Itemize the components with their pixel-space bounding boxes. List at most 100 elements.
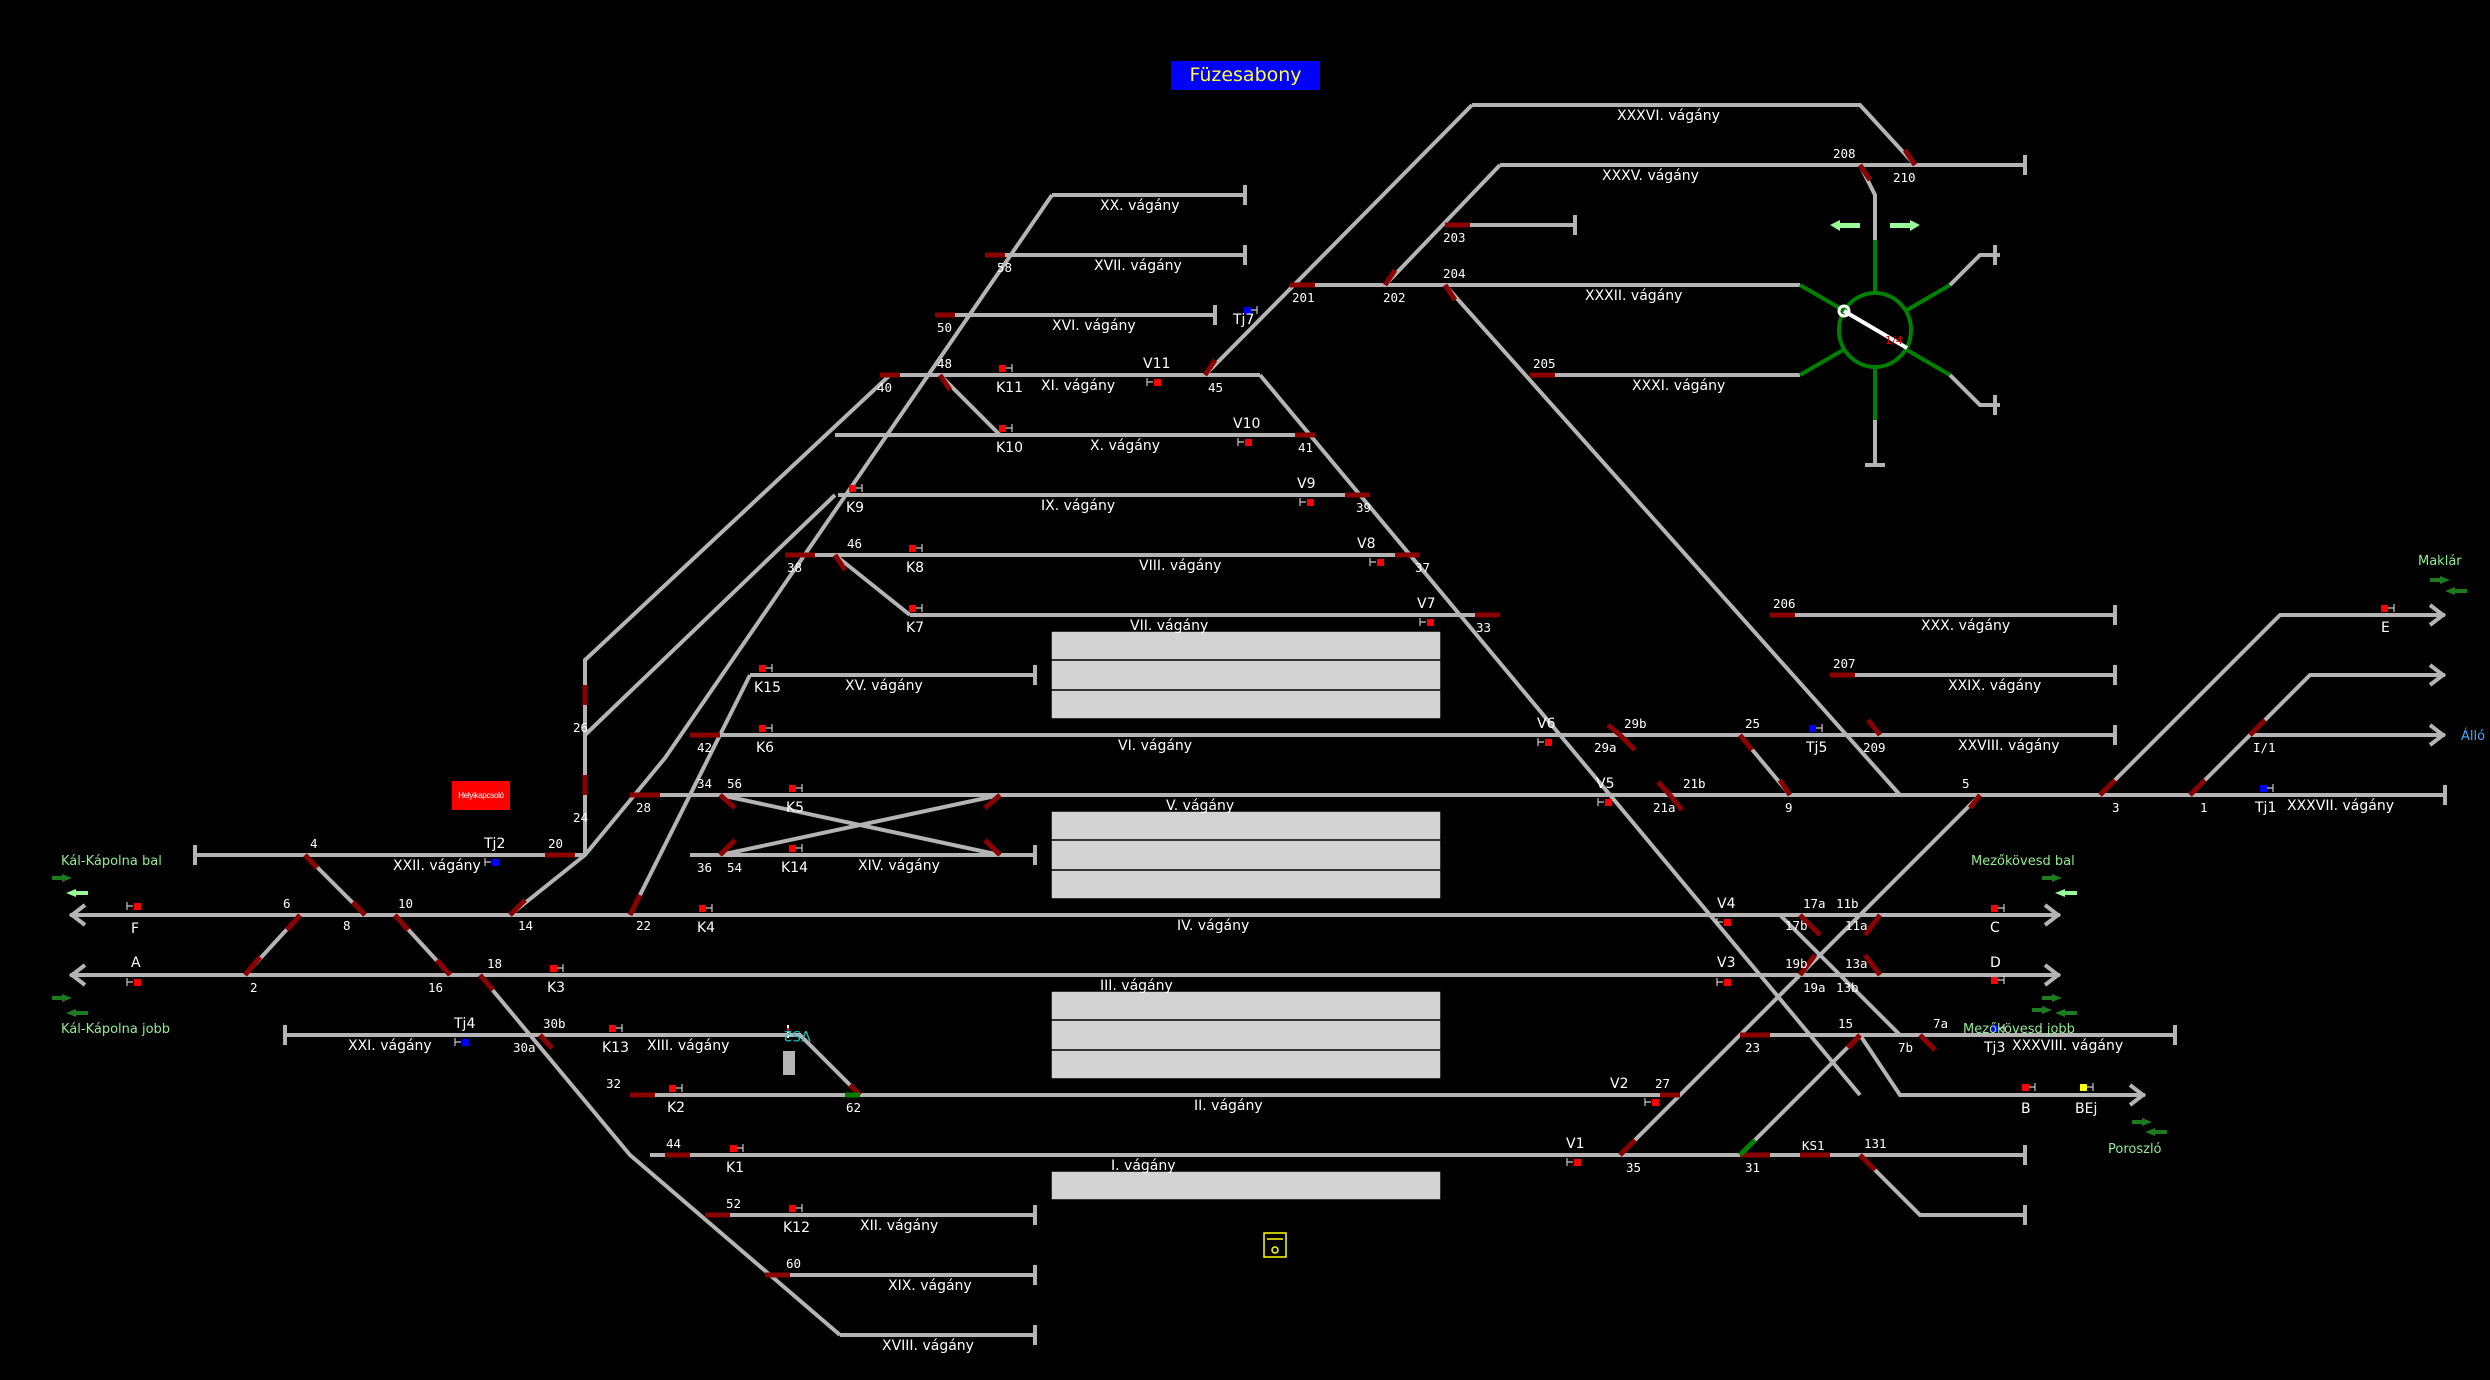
signal-V8[interactable]: V8: [1357, 536, 1384, 566]
switch-label-44[interactable]: 44: [666, 1136, 681, 1151]
signal-D[interactable]: D: [1990, 955, 2005, 984]
arrow-right-icon[interactable]: [1890, 220, 1920, 231]
switch-label-31[interactable]: 31: [1745, 1160, 1760, 1175]
switch-label-22[interactable]: 22: [636, 918, 651, 933]
direction-poroszlo[interactable]: Poroszló: [2108, 1142, 2162, 1157]
signal-K10[interactable]: K10: [996, 424, 1023, 456]
signal-K6[interactable]: K6: [756, 724, 774, 756]
switch-label-6[interactable]: 6: [283, 896, 291, 911]
signal-K1[interactable]: K1: [726, 1144, 744, 1176]
signal-V7[interactable]: V7: [1417, 596, 1435, 626]
switch-label-11b[interactable]: 11b: [1836, 896, 1859, 911]
switch-label-35[interactable]: 35: [1626, 1160, 1641, 1175]
signal-K4[interactable]: K4: [697, 904, 715, 936]
switch-label-26[interactable]: 26: [573, 720, 588, 735]
signal-V10[interactable]: V10: [1233, 416, 1260, 446]
signal-A[interactable]: A: [126, 955, 141, 986]
switch-label-39[interactable]: 39: [1356, 500, 1371, 515]
switch-label-40[interactable]: 40: [877, 380, 892, 395]
signal-V3[interactable]: V3: [1716, 955, 1735, 986]
signal-K3[interactable]: K3: [547, 964, 565, 996]
arrow-right-icon[interactable]: [2042, 994, 2062, 1002]
switch-label-5[interactable]: 5: [1962, 776, 1970, 791]
switch-label-203[interactable]: 203: [1443, 230, 1466, 245]
switch-label-23[interactable]: 23: [1745, 1040, 1760, 1055]
switch-label-29a[interactable]: 29a: [1594, 740, 1617, 755]
arrow-right-icon[interactable]: [2032, 1006, 2052, 1014]
signal-K9[interactable]: K9: [846, 484, 864, 516]
switch-label-131[interactable]: 131: [1864, 1136, 1887, 1151]
direction-maklar[interactable]: Maklár: [2418, 554, 2462, 569]
switch-label-14[interactable]: 14: [518, 918, 533, 933]
signal-V2[interactable]: V2: [1610, 1076, 1659, 1106]
switch-label-4[interactable]: 4: [310, 836, 318, 851]
switch-label-201[interactable]: 201: [1292, 290, 1315, 305]
switch-label-204[interactable]: 204: [1443, 266, 1466, 281]
direction-alallo[interactable]: Álló: [2461, 728, 2485, 744]
switch-label-34[interactable]: 34: [697, 776, 712, 791]
signal-K7[interactable]: K7: [906, 604, 924, 636]
track-i1[interactable]: [2188, 673, 2445, 797]
signal-K2[interactable]: K2: [667, 1084, 685, 1116]
signal-F[interactable]: F: [126, 902, 141, 937]
switch-label-52[interactable]: 52: [726, 1196, 741, 1211]
switch-label-205[interactable]: 205: [1533, 356, 1556, 371]
switch-label-KS1[interactable]: KS1: [1802, 1138, 1825, 1153]
arrow-right-icon[interactable]: [2132, 1118, 2152, 1126]
signal-E[interactable]: E: [2381, 604, 2395, 636]
switch-label-18[interactable]: 18: [487, 956, 502, 971]
arrow-left-icon[interactable]: [1830, 220, 1860, 231]
signal-V1[interactable]: V1: [1566, 1136, 1584, 1166]
signal-C[interactable]: C: [1990, 904, 2005, 936]
switch-label-17a[interactable]: 17a: [1803, 896, 1826, 911]
signal-Tj5[interactable]: Tj5: [1805, 724, 1827, 756]
switch-label-38[interactable]: 38: [787, 560, 802, 575]
switch-label-7a[interactable]: 7a: [1933, 1016, 1948, 1031]
switch-label-21b[interactable]: 21b: [1683, 776, 1706, 791]
direction-mezo-bal[interactable]: Mezőkövesd bal: [1971, 854, 2075, 869]
direction-mezo-jobb[interactable]: Mezőkövesd jobb: [1963, 1022, 2075, 1037]
arrow-left-icon[interactable]: [66, 1009, 88, 1017]
track-131-lower[interactable]: [1858, 1153, 2025, 1217]
switch-label-210[interactable]: 210: [1893, 170, 1916, 185]
switch-label-41[interactable]: 41: [1298, 440, 1313, 455]
signal-Tj4[interactable]: Tj4: [453, 1016, 475, 1046]
switch-label-8[interactable]: 8: [343, 918, 351, 933]
switch-label-19a[interactable]: 19a: [1803, 980, 1826, 995]
signal-Tj1[interactable]: Tj1: [2254, 784, 2276, 816]
switch-label-48[interactable]: 48: [937, 356, 952, 371]
signal-BEj[interactable]: BEj: [2075, 1083, 2097, 1117]
switch-label-60[interactable]: 60: [786, 1256, 801, 1271]
switch-label-I-1[interactable]: I/1: [2253, 740, 2276, 755]
signal-K8[interactable]: K8: [906, 544, 924, 576]
switch-label-207[interactable]: 207: [1833, 656, 1856, 671]
signal-K14[interactable]: K14: [781, 844, 808, 876]
switch-label-13b[interactable]: 13b: [1836, 980, 1859, 995]
turntable-direction-arrows[interactable]: [1830, 220, 1920, 231]
switch-label-30b[interactable]: 30b: [543, 1016, 566, 1031]
arrow-right-icon[interactable]: [52, 874, 72, 882]
signal-K13[interactable]: K13: [602, 1024, 629, 1056]
switch-label-42[interactable]: 42: [697, 740, 712, 755]
switch-label-2[interactable]: 2: [250, 980, 258, 995]
line-direction-arrows[interactable]: [52, 576, 2467, 1136]
signal-K15[interactable]: K15: [754, 664, 781, 696]
switch-label-45[interactable]: 45: [1208, 380, 1223, 395]
switch-label-32[interactable]: 32: [606, 1076, 621, 1091]
arrow-left-icon[interactable]: [66, 889, 88, 897]
switch-label-202[interactable]: 202: [1383, 290, 1406, 305]
switch-label-62[interactable]: 62: [846, 1100, 861, 1115]
signal-K11[interactable]: K11: [996, 364, 1023, 396]
signal-Tj3[interactable]: Tj3: [1983, 1024, 2005, 1056]
switch-label-30a[interactable]: 30a: [513, 1040, 536, 1055]
switch-label-209[interactable]: 209: [1863, 740, 1886, 755]
arrow-right-icon[interactable]: [2042, 874, 2062, 882]
switch-label-56[interactable]: 56: [727, 776, 742, 791]
signal-K5[interactable]: K5: [786, 784, 804, 816]
switch-label-20[interactable]: 20: [548, 836, 563, 851]
arrow-left-icon[interactable]: [2145, 1128, 2167, 1136]
switch-label-9[interactable]: 9: [1785, 800, 1793, 815]
switch-label-46[interactable]: 46: [847, 536, 862, 551]
control-box-icon[interactable]: [1263, 1232, 1287, 1258]
switch-label-29b[interactable]: 29b: [1624, 716, 1647, 731]
